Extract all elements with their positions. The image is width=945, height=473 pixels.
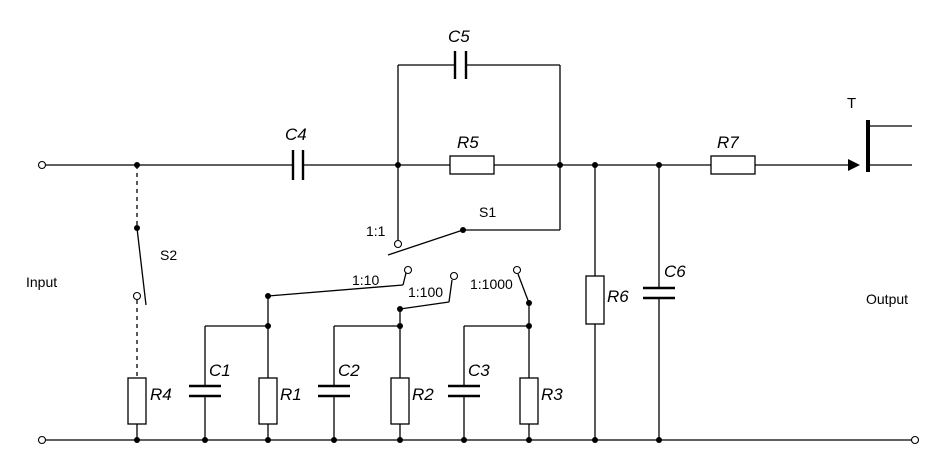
label-s1: S1	[479, 204, 496, 220]
output-terminal-bottom	[910, 435, 920, 445]
label-r1: R1	[280, 385, 302, 404]
label-c4: C4	[285, 125, 307, 144]
label-r6: R6	[607, 287, 629, 306]
label-c3: C3	[468, 361, 490, 380]
capacitor-c6	[643, 165, 675, 440]
resistor-r6	[585, 165, 605, 440]
resistor-r5	[449, 155, 495, 175]
junction-dots	[134, 162, 662, 443]
input-terminal-top	[37, 160, 47, 170]
resistor-r4	[127, 377, 147, 440]
label-r7: R7	[717, 133, 739, 152]
label-r5: R5	[457, 133, 479, 152]
label-c1: C1	[209, 361, 231, 380]
label-ratio-1-10: 1:10	[352, 272, 379, 288]
label-output: Output	[866, 291, 908, 307]
label-s2: S2	[160, 247, 177, 263]
input-terminal-bottom	[37, 435, 47, 445]
divider-2	[318, 271, 459, 440]
divider-3	[448, 265, 539, 440]
label-r3: R3	[541, 385, 563, 404]
switch-s2	[132, 165, 147, 378]
label-c5: C5	[448, 27, 470, 46]
resistor-r7	[710, 155, 756, 175]
transistor-t	[848, 120, 912, 172]
label-ratio-1-100: 1:100	[408, 284, 443, 300]
label-input: Input	[26, 274, 57, 290]
label-ratio-1-1: 1:1	[366, 223, 386, 239]
capacitor-c5-branch	[397, 51, 561, 165]
label-ratio-1-1000: 1:1000	[470, 276, 513, 292]
label-c6: C6	[664, 262, 686, 281]
label-c2: C2	[338, 361, 360, 380]
label-r2: R2	[412, 385, 434, 404]
capacitor-c4	[291, 150, 305, 180]
label-r4: R4	[150, 385, 172, 404]
label-t: T	[847, 95, 856, 112]
switch-s1	[387, 165, 561, 256]
divider-1	[189, 265, 413, 440]
